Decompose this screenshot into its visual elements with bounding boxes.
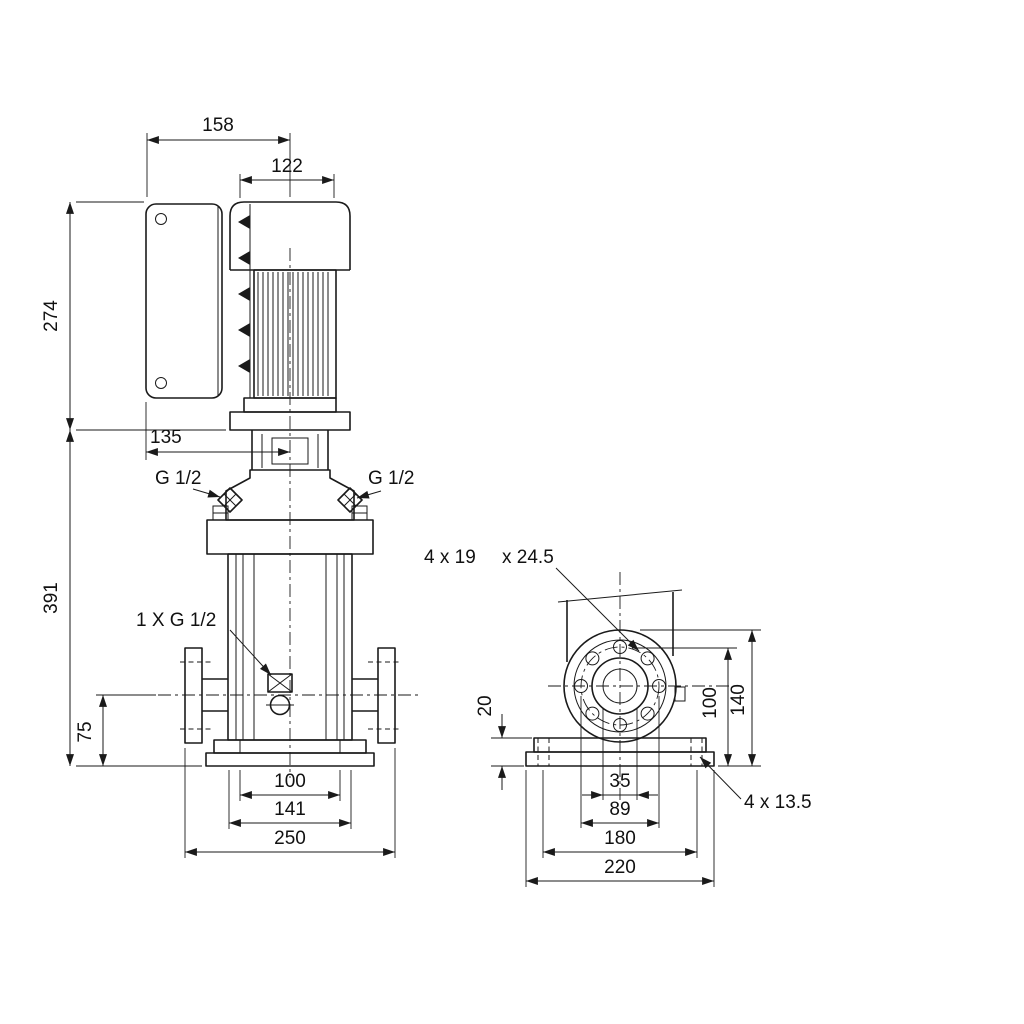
side-view: 158 122 274 391 135 G 1/2 [41, 115, 422, 858]
flange-holes-label: 4 x 19 x 24.5 [424, 547, 640, 652]
dim-label-180: 180 [604, 828, 636, 849]
dimension-35: 35 [582, 708, 658, 800]
dim-label-122: 122 [271, 156, 303, 177]
dimension-20: 20 [475, 695, 532, 790]
bolt-hole [613, 718, 627, 732]
dimension-122: 122 [239, 156, 335, 198]
dim-label-250: 250 [274, 828, 306, 849]
dimension-158: 158 [146, 115, 291, 197]
bolt-hole [585, 706, 600, 721]
dim-label-75: 75 [75, 721, 96, 742]
dim-label-140: 140 [728, 684, 749, 716]
label-flange-holes: 4 x 19 [424, 547, 476, 568]
discharge-flange [352, 647, 400, 744]
dim-label-135: 135 [150, 427, 182, 448]
suction-flange [180, 647, 228, 744]
dim-label-158: 158 [202, 115, 234, 136]
plug-label-left: G 1/2 [155, 468, 221, 498]
flange-side-tab [674, 686, 686, 702]
base-plate-front [525, 737, 715, 767]
bolt-hole [640, 706, 655, 721]
label-flange-hole-depth: x 24.5 [502, 547, 554, 568]
flange-face [563, 629, 686, 743]
dimension-135: 135 [145, 402, 290, 460]
bolt-hole [613, 640, 627, 654]
dim-label-89: 89 [609, 799, 630, 820]
base-holes-label: 4 x 13.5 [699, 756, 812, 813]
label-g12-right: G 1/2 [368, 468, 414, 489]
motor-clips [238, 204, 251, 398]
plug-boss-right [337, 487, 363, 513]
box-screw-bottom [155, 377, 167, 389]
dim-label-20: 20 [475, 695, 496, 716]
label-base-holes: 4 x 13.5 [744, 792, 812, 813]
drain-plug [266, 673, 294, 716]
base-plate-side [205, 739, 375, 767]
dim-label-391: 391 [41, 582, 62, 614]
dimension-250: 250 [184, 748, 396, 858]
dimension-180: 180 [542, 770, 698, 858]
dimension-100-front: 100 [632, 647, 737, 766]
dimension-274: 274 [41, 201, 226, 431]
label-drain: 1 X G 1/2 [136, 610, 216, 631]
dimension-75: 75 [75, 694, 156, 766]
dimension-391: 391 [41, 430, 202, 767]
dim-label-35: 35 [609, 771, 630, 792]
dimension-89: 89 [580, 696, 660, 828]
dimension-140: 140 [640, 629, 761, 767]
dim-label-100-side: 100 [274, 771, 306, 792]
bolt-hole [640, 651, 655, 666]
motor-flange [229, 397, 351, 431]
plug-label-right: G 1/2 [356, 468, 414, 499]
dimension-100-side: 100 [239, 770, 341, 801]
bolt-hole [574, 679, 588, 693]
bolt-circle [580, 646, 660, 726]
bolt-hole [585, 651, 600, 666]
dimension-141: 141 [228, 770, 352, 829]
dim-label-141: 141 [274, 799, 306, 820]
label-g12-left: G 1/2 [155, 468, 201, 489]
motor-cooling-fins [253, 269, 337, 399]
pump-column [557, 589, 683, 662]
dimension-220: 220 [525, 770, 715, 887]
bolt-hole [652, 679, 666, 693]
front-view: 4 x 19 x 24.5 20 100 140 [424, 547, 812, 887]
drain-label: 1 X G 1/2 [136, 610, 272, 676]
dim-label-274: 274 [41, 300, 62, 332]
dim-label-220: 220 [604, 857, 636, 878]
plug-boss-left [217, 487, 243, 513]
terminal-box [145, 203, 223, 399]
dim-label-100-front: 100 [700, 687, 721, 719]
box-screw-top [155, 213, 167, 225]
